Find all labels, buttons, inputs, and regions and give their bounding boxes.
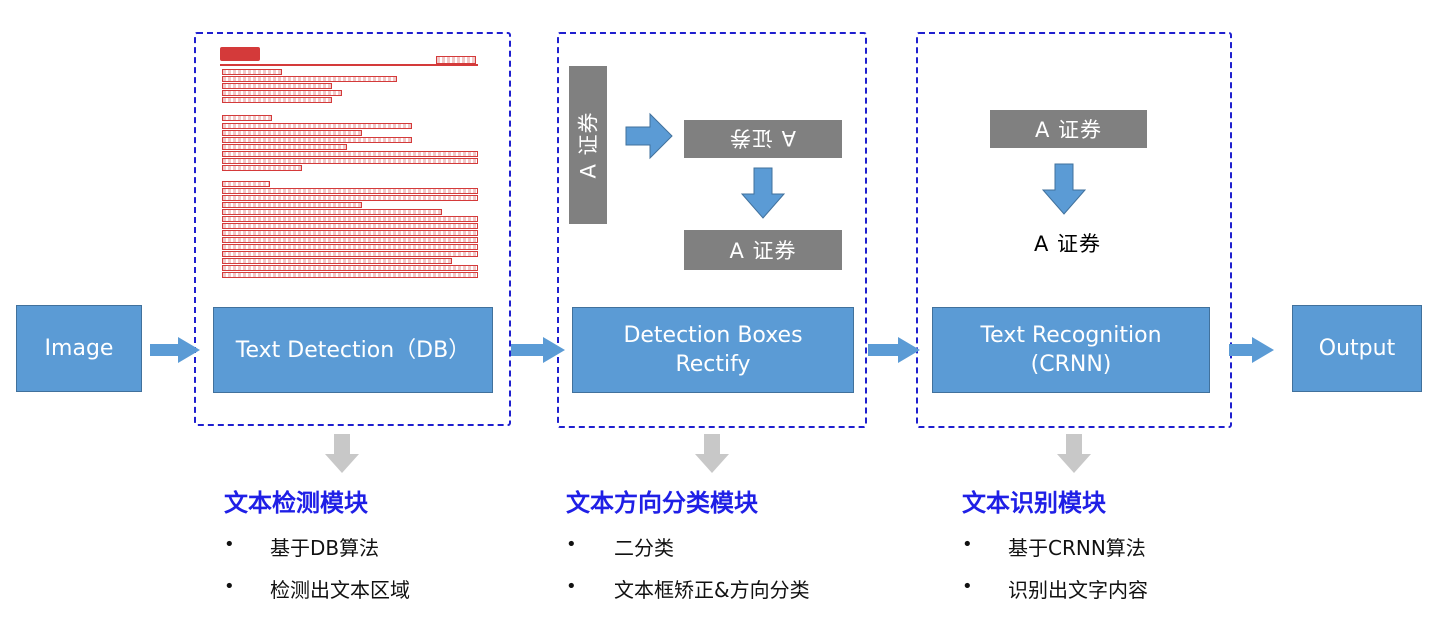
bullet-symbol: • <box>224 576 235 597</box>
doc-text-box <box>222 237 478 243</box>
right-arrow-icon <box>1229 337 1274 363</box>
output-label: Output <box>1318 336 1396 361</box>
doc-text-box <box>222 272 478 278</box>
doc-text-box <box>222 158 478 164</box>
image-box: Image <box>16 305 142 392</box>
right-arrow-icon <box>511 337 565 363</box>
doc-text-box <box>222 223 478 229</box>
doc-text-box <box>222 244 478 250</box>
image-label: Image <box>44 336 114 361</box>
classification-section-title: 文本方向分类模块 <box>566 489 758 517</box>
recognition-output-text: A 证券 <box>1033 232 1102 256</box>
doc-text-box <box>222 265 478 271</box>
right-arrow-icon <box>868 337 920 363</box>
bullet-symbol: • <box>224 534 235 555</box>
recognition-input-crop: A 证券 <box>990 110 1147 148</box>
doc-text-box <box>222 195 478 201</box>
doc-text-box <box>222 97 332 103</box>
text-detection-box: Text Detection（DB） <box>213 307 493 393</box>
detection-bullet-1: 基于DB算法 <box>270 536 380 560</box>
doc-text-box <box>222 188 478 194</box>
doc-logo <box>220 47 260 61</box>
rotated-text-crop: A 证券 <box>569 66 607 224</box>
doc-text-box <box>222 209 442 215</box>
doc-text-box <box>222 165 302 171</box>
recognition-label-line1: Text Recognition <box>980 323 1162 348</box>
doc-text-box <box>222 202 362 208</box>
doc-text-box <box>222 123 412 129</box>
detection-bullet-2: 检测出文本区域 <box>270 578 410 602</box>
right-arrow-icon <box>150 337 200 363</box>
doc-text-box <box>222 251 478 257</box>
recognition-label-line2: (CRNN) <box>1030 352 1112 377</box>
upside-down-text-crop: A 证券 <box>684 120 842 158</box>
doc-text-box <box>222 76 397 82</box>
doc-text-box <box>222 130 362 136</box>
doc-text-box <box>222 181 270 187</box>
recognition-section-title: 文本识别模块 <box>962 489 1106 517</box>
bullet-symbol: • <box>566 534 577 555</box>
rectify-label-line1: Detection Boxes <box>623 323 803 348</box>
recognition-input-text: A 证券 <box>1034 118 1103 142</box>
doc-text-box <box>222 144 347 150</box>
text-detection-label: Text Detection（DB） <box>235 337 471 363</box>
gray-down-arrow-icon <box>695 434 729 473</box>
recognition-module-frame <box>916 32 1232 428</box>
rectify-label-line2: Rectify <box>675 352 751 377</box>
down-arrow-icon <box>740 167 786 219</box>
doc-rule <box>220 64 478 66</box>
doc-text-box <box>222 230 478 236</box>
recognition-bullet-2: 识别出文字内容 <box>1008 578 1148 602</box>
classification-module-frame <box>557 32 867 428</box>
detection-section-title: 文本检测模块 <box>224 489 368 517</box>
text-recognition-box: Text Recognition (CRNN) <box>932 307 1210 393</box>
detection-module-frame <box>194 32 511 426</box>
bullet-symbol: • <box>962 576 973 597</box>
bullet-symbol: • <box>962 534 973 555</box>
bullet-symbol: • <box>566 576 577 597</box>
doc-text-box <box>222 115 272 121</box>
doc-text-box <box>222 151 478 157</box>
doc-text-box <box>222 258 452 264</box>
corrected-text-crop: A 证券 <box>684 230 842 270</box>
doc-text-box <box>436 56 476 64</box>
doc-text-box <box>222 216 478 222</box>
doc-text-box <box>222 69 282 75</box>
rectify-box: Detection Boxes Rectify <box>572 307 854 393</box>
right-arrow-icon <box>625 112 673 160</box>
classification-bullet-1: 二分类 <box>614 536 674 560</box>
down-arrow-icon <box>1041 163 1087 215</box>
corrected-text: A 证券 <box>729 239 797 263</box>
doc-text-box <box>222 83 332 89</box>
doc-text-box <box>222 137 412 143</box>
recognition-bullet-1: 基于CRNN算法 <box>1008 536 1146 560</box>
gray-down-arrow-icon <box>325 434 359 473</box>
doc-text-box <box>222 90 342 96</box>
gray-down-arrow-icon <box>1057 434 1091 473</box>
document-thumbnail <box>220 45 482 285</box>
output-box: Output <box>1292 305 1422 392</box>
classification-bullet-2: 文本框矫正&方向分类 <box>614 578 810 602</box>
